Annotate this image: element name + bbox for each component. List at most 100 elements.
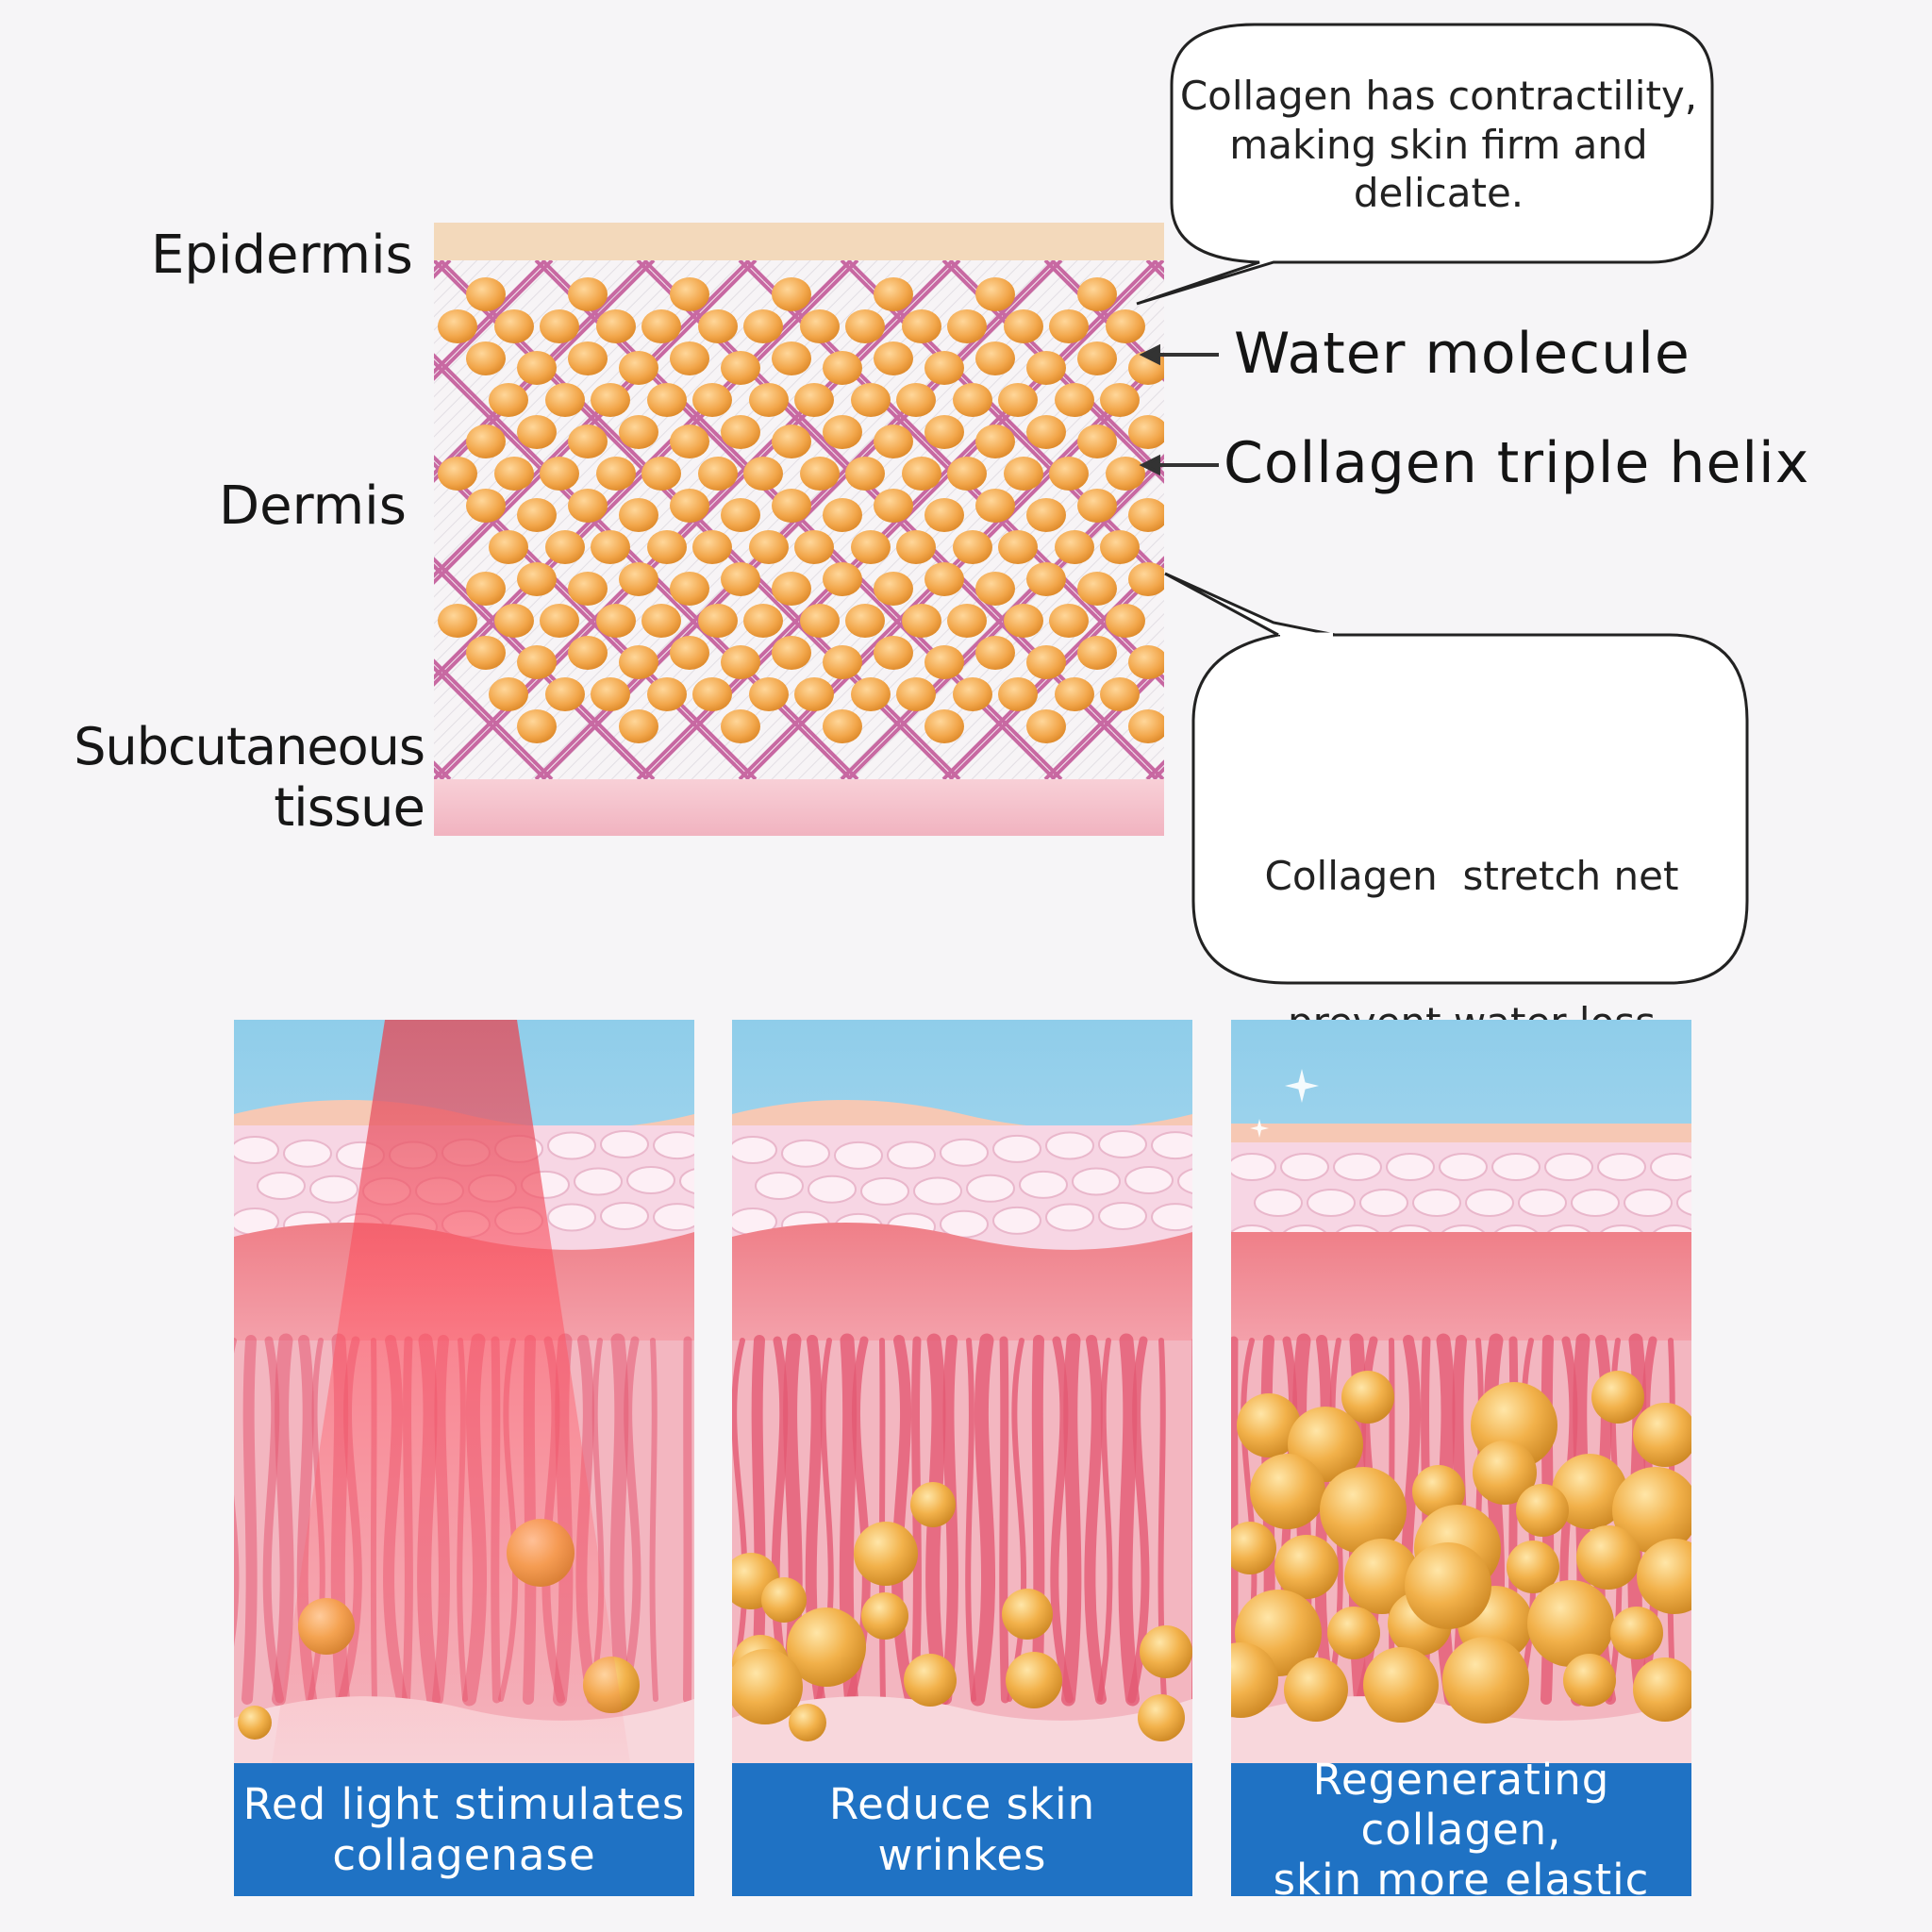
water-molecule-icon [823,498,862,532]
water-molecule-icon [1055,530,1094,564]
water-molecule-icon [1077,636,1117,670]
water-molecule-icon [1077,425,1117,458]
caption-red-light-line1: Red light stimulates [242,1779,686,1830]
water-molecule-icon [1128,562,1164,596]
water-molecule-icon [953,530,992,564]
water-molecule-icon [749,677,789,711]
water-molecule-icon [591,383,630,417]
water-molecule-icon [1077,277,1117,311]
water-molecule-icon [692,677,732,711]
water-molecule-icon [749,383,789,417]
water-molecule-icon [874,636,913,670]
caption-regenerating: Regenerating collagen,skin more elastic [1231,1755,1691,1905]
water-molecule-icon [517,415,557,449]
water-molecule-icon [823,645,862,679]
water-molecule-icon [1055,383,1094,417]
water-molecule-icon [641,309,681,343]
water-molecule-icon [540,604,579,638]
water-molecule-icon [1128,709,1164,743]
water-molecule-icon [772,489,811,523]
water-molecule-icon [641,604,681,638]
water-molecule-icon [670,572,709,606]
water-molecule-icon [540,309,579,343]
water-molecule-icon [772,277,811,311]
water-molecule-icon [896,530,936,564]
collagen-ball-icon [1591,1371,1644,1424]
water-molecule-icon [721,351,760,385]
collagen-net-illustration [434,223,1164,836]
water-molecule-icon [517,645,557,679]
water-molecule-icon [647,383,687,417]
water-molecule-icon [494,309,534,343]
water-molecule-icon [845,457,885,491]
collagen-ball-icon [1563,1654,1616,1707]
bottom-bubble-line1: Collagen stretch net [1264,853,1679,900]
water-molecule-icon [647,530,687,564]
collagen-ball-icon [1344,1539,1420,1614]
water-molecule-icon [647,677,687,711]
water-molecule-icon [924,709,964,743]
collagen-ball-icon [1274,1535,1339,1599]
collagen-ball-icon [789,1704,826,1741]
collagen-ball-icon [1473,1441,1537,1505]
water-molecule-icon [1128,415,1164,449]
water-molecule-icon [494,604,534,638]
collagen-ball-icon [1231,1642,1278,1718]
epidermis-label: Epidermis [151,225,413,286]
water-molecule-icon [1128,645,1164,679]
water-molecule-icon [975,277,1015,311]
water-molecule-icon [641,457,681,491]
water-molecule-icon [1077,572,1117,606]
water-molecule-icon [947,309,987,343]
water-molecule-icon [874,572,913,606]
water-molecule-icon [591,677,630,711]
bottom-speech-bubble [1191,633,1749,985]
water-molecule-icon [772,341,811,375]
water-molecule-icon [896,677,936,711]
top-bubble-line2: making skin firm and [1229,121,1648,168]
collagen-ball-icon [1552,1454,1627,1529]
water-molecule-icon [823,351,862,385]
top-speech-bubble [1136,23,1714,306]
water-molecule-icon [568,636,608,670]
water-molecule-icon [998,530,1038,564]
collagen-ball-icon [1633,1403,1691,1467]
water-molecule-icon [619,498,658,532]
water-molecule-icon [596,604,636,638]
water-molecule-icon [800,457,840,491]
water-molecule-icon [670,489,709,523]
water-molecule-icon [874,341,913,375]
water-molecule-icon [721,498,760,532]
water-molecule-icon [1004,604,1043,638]
water-molecule-icon [619,562,658,596]
water-molecule-icon [975,341,1015,375]
water-molecule-icon [568,489,608,523]
water-molecule-icon [896,383,936,417]
water-molecule-icon [692,383,732,417]
subcutaneous-label-line2: tissue [274,776,425,839]
water-molecule-icon [772,636,811,670]
water-molecule-icon [670,425,709,458]
water-molecule-icon [924,645,964,679]
water-molecule-icon [975,425,1015,458]
collagen-ball-icon [854,1522,918,1586]
water-molecule-icon [772,572,811,606]
water-molecule-icon [698,457,738,491]
water-molecule-icon [947,457,987,491]
water-molecule-icon [1004,457,1043,491]
collagen-ball-icon [1250,1454,1325,1529]
collagen-ball-icon [1412,1465,1465,1518]
water-molecule-icon [1055,677,1094,711]
epidermis-layer [434,223,1164,260]
water-molecule-icon [1106,309,1145,343]
water-molecule-icon [924,498,964,532]
water-molecule-icon [998,677,1038,711]
sparkle-icon [1285,1069,1319,1103]
dermis-label: Dermis [219,475,407,537]
water-molecule-icon [924,351,964,385]
top-bubble-line3: delicate. [1353,170,1524,217]
red-light-beam [272,1020,630,1763]
skin-cross-section [434,223,1164,836]
